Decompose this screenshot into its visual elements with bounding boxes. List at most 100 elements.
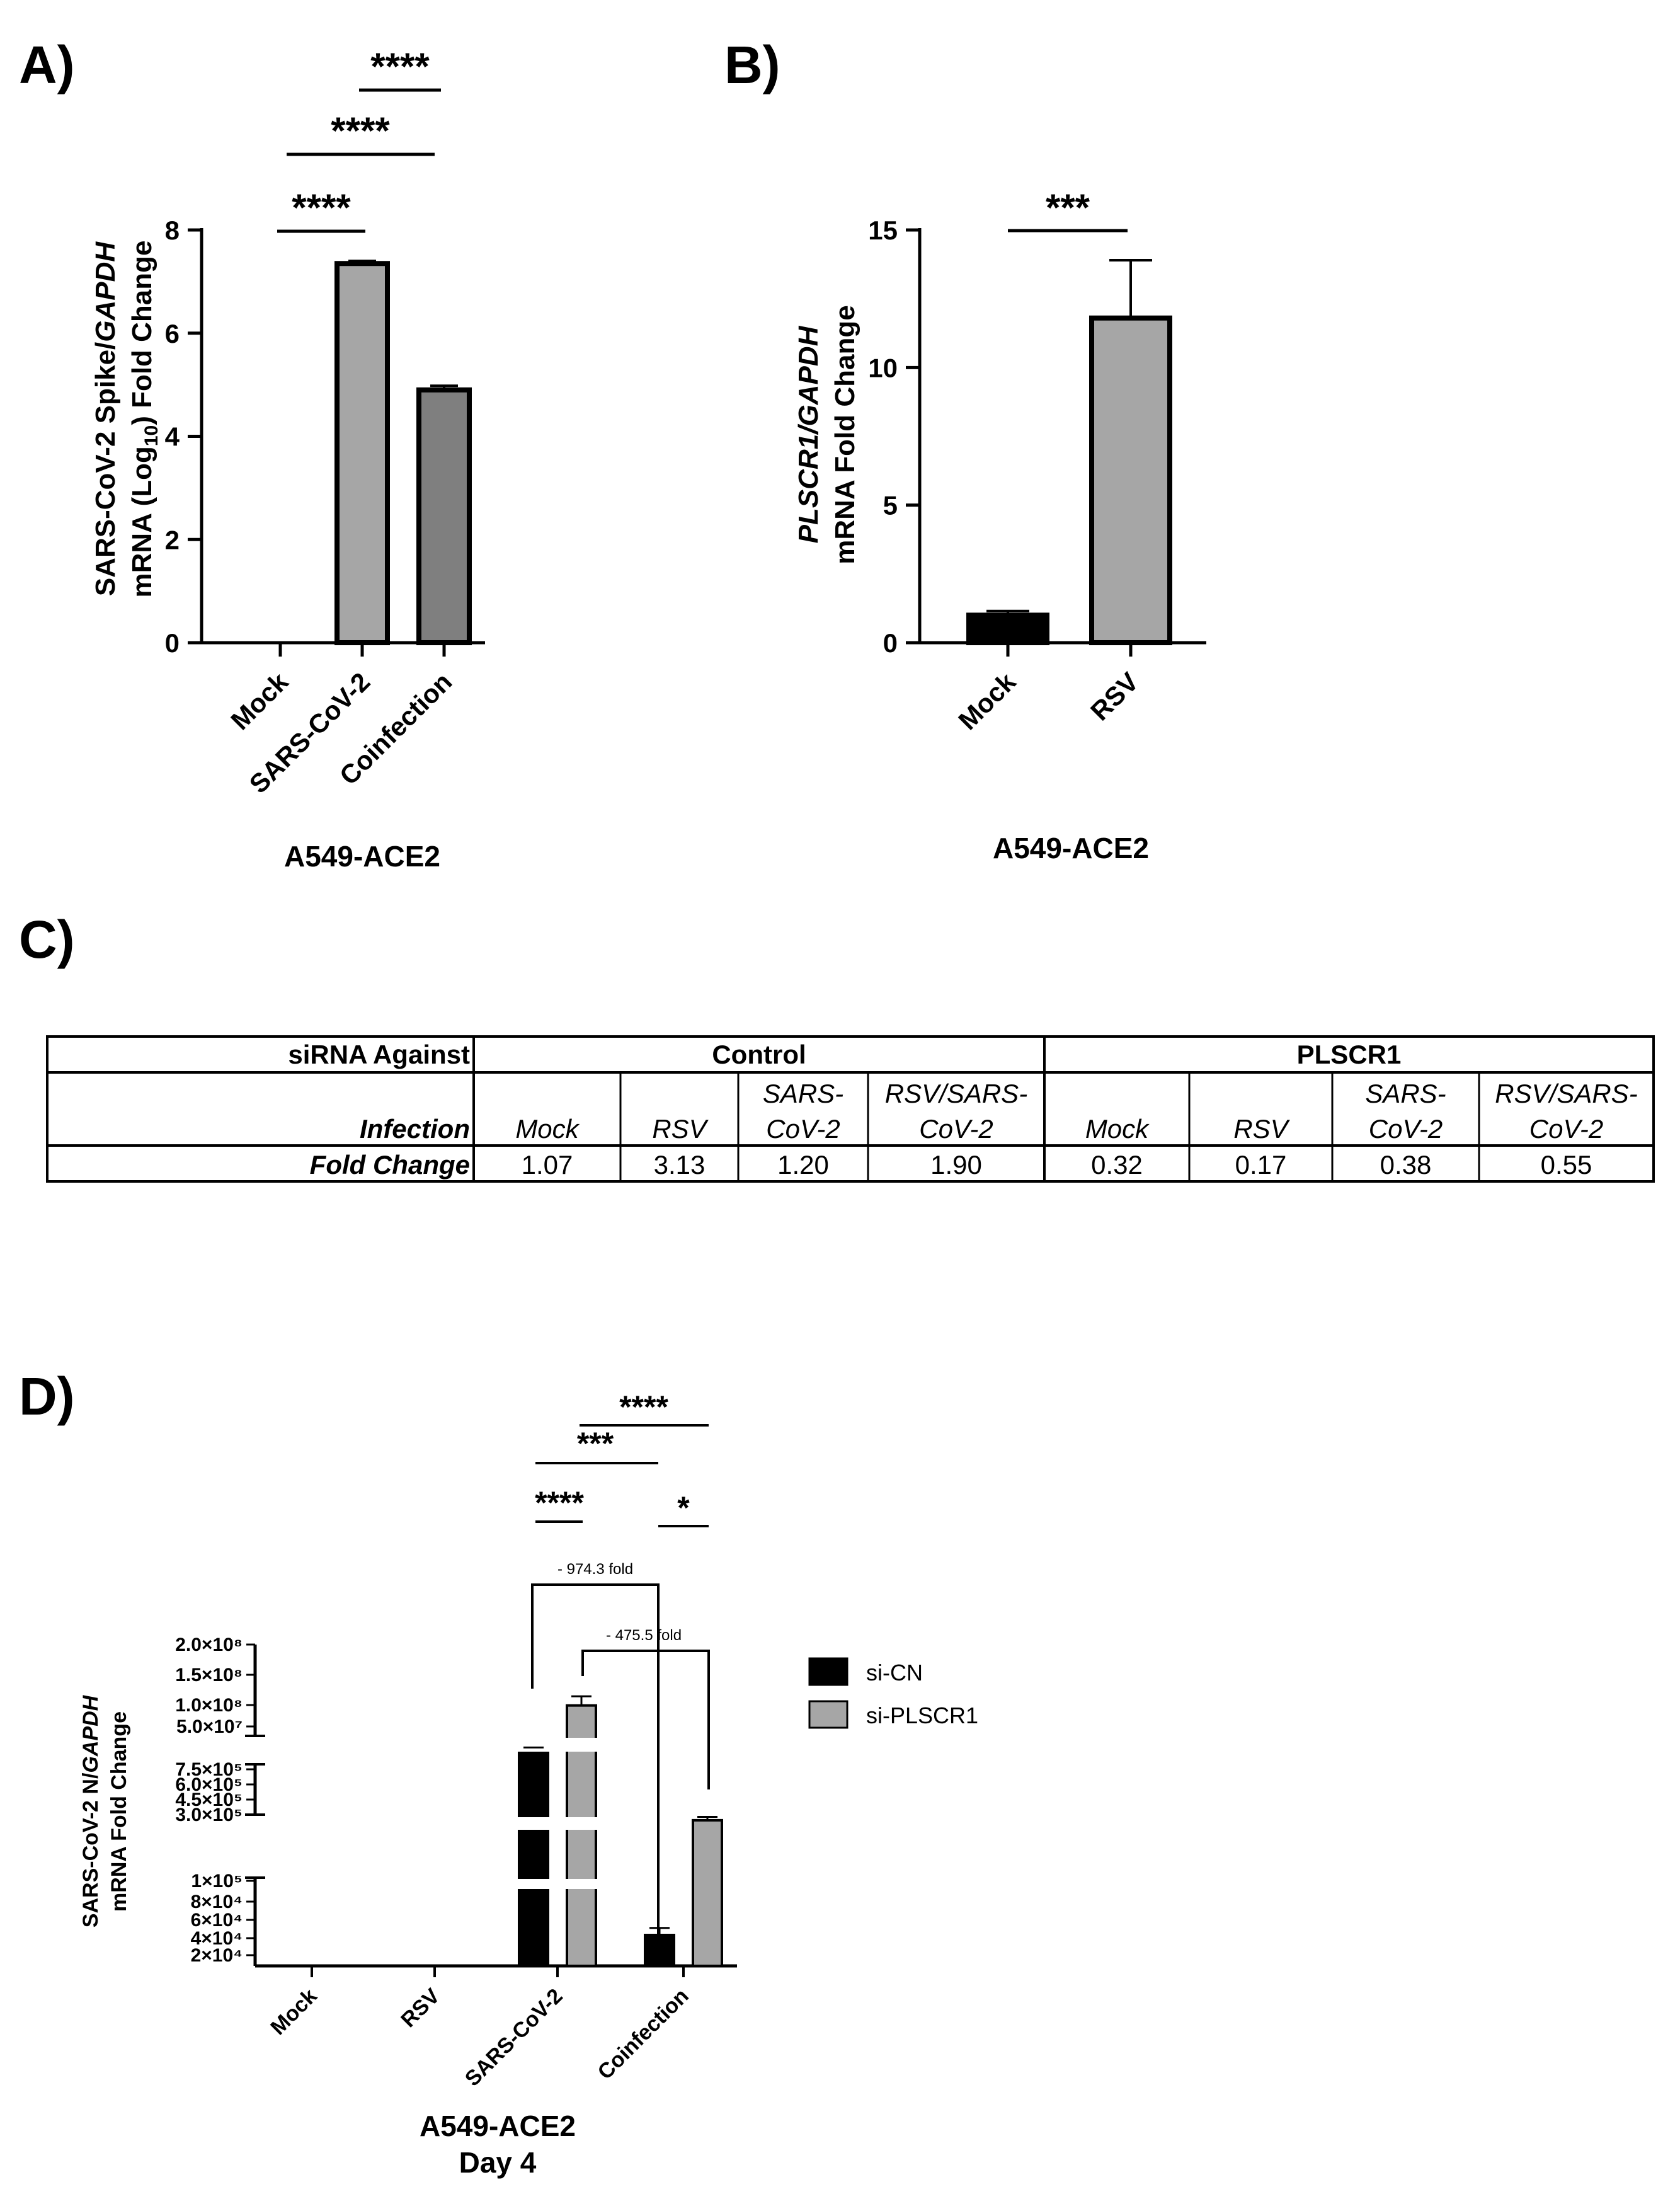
table-header-sirna-against: siRNA Against	[288, 1040, 470, 1069]
chart-d-bar-si-CN	[518, 1747, 549, 1967]
chart-d-y-tick-label: 4.5×10⁵	[175, 1789, 243, 1810]
chart-d-y-tick-label: 6.0×10⁵	[175, 1774, 243, 1795]
table-fold-change-cell: 3.13	[654, 1150, 706, 1180]
table-border	[46, 1035, 1655, 1183]
chart-a-y-tick-label: 0	[165, 628, 180, 658]
table-fold-change-cell: 1.07	[522, 1150, 573, 1180]
panel-a-label: A)	[19, 35, 75, 95]
chart-b-y-tick-label: 15	[868, 215, 898, 245]
chart-d-x-tick-label: RSV	[396, 1984, 445, 2033]
chart-d-ylabel-line2: mRNA Fold Change	[107, 1711, 131, 1912]
chart-d: SARS-CoV-2 N/GAPDH mRNA Fold Change A549…	[79, 1389, 737, 2179]
panel-d-label: D)	[19, 1367, 75, 1426]
chart-a-ylabel-line1: SARS-CoV-2 Spike/GAPDH	[90, 241, 121, 597]
chart-b-ylabel-line1: PLSCR1/GAPDH	[793, 325, 824, 543]
chart-d-significance-stars: *	[677, 1490, 690, 1525]
chart-d-y-tick-label: 7.5×10⁵	[175, 1759, 243, 1780]
chart-d-break-gap	[498, 1738, 624, 1752]
chart-d-ylabel-line1: SARS-CoV-2 N/GAPDH	[79, 1694, 103, 1927]
chart-b-bar	[966, 612, 1049, 645]
table-row-label-fold-change: Fold Change	[310, 1150, 470, 1180]
panel-b-label: B)	[724, 35, 780, 95]
legend-swatch-si-cn	[808, 1657, 849, 1686]
chart-d-y-tick-label: 2×10⁴	[191, 1945, 243, 1966]
table-infection-cell: CoV-2	[766, 1114, 840, 1144]
chart-a-y-tick-label: 8	[165, 215, 180, 245]
chart-d-y-tick-label: 1×10⁵	[191, 1871, 243, 1892]
chart-d-break-gap	[498, 1879, 624, 1889]
table-fold-change-cell: 0.55	[1541, 1150, 1592, 1180]
panel-c-label: C)	[19, 910, 75, 969]
chart-a-y-tick-label: 2	[165, 525, 180, 554]
table-fold-change-cell: 1.90	[930, 1150, 982, 1180]
chart-d-y-tick-label: 5.0×10⁷	[176, 1716, 243, 1737]
table-infection-cell: RSV	[652, 1114, 709, 1144]
table-fold-change-cell: 1.20	[777, 1150, 829, 1180]
chart-b-ylabel-line2: mRNA Fold Change	[830, 305, 860, 564]
chart-d-fold-bracket	[531, 1583, 660, 1689]
chart-d-significance-stars: ****	[619, 1389, 668, 1425]
chart-a: SARS-CoV-2 Spike/GAPDH mRNA (Log10) Fold…	[90, 45, 485, 873]
chart-d-x-tick-label: SARS-CoV-2	[460, 1984, 568, 2091]
chart-d-y-tick-label: 6×10⁴	[191, 1910, 243, 1931]
chart-d-fold-annotation: - 475.5 fold	[606, 1627, 682, 1644]
table-group-control: Control	[712, 1040, 806, 1069]
chart-a-significance-stars: ****	[292, 187, 351, 229]
table-infection-cell: CoV-2	[919, 1114, 993, 1144]
legend-label-si-cn: si-CN	[866, 1660, 923, 1686]
chart-d-y-tick-label: 3.0×10⁵	[175, 1805, 243, 1825]
chart-d-significance-stars: ****	[535, 1485, 584, 1520]
table-infection-cell: RSV/SARS-	[1495, 1079, 1637, 1108]
table-group-plscr1: PLSCR1	[1297, 1040, 1402, 1069]
chart-d-y-tick-label: 1.5×10⁸	[175, 1665, 243, 1686]
chart-d-fold-annotation: - 974.3 fold	[557, 1561, 633, 1578]
chart-d-bar-si-PLSCR1	[692, 1818, 723, 1968]
chart-d-x-tick-label: Coinfection	[593, 1984, 694, 2084]
table-infection-cell: RSV	[1233, 1114, 1290, 1144]
table-infection-cell: Mock	[515, 1114, 580, 1144]
table-fold-change-cell: 0.32	[1091, 1150, 1143, 1180]
chart-b-xlabel: A549-ACE2	[993, 832, 1149, 864]
table-c: siRNA Against Control PLSCR1InfectionFold …	[46, 1035, 1655, 1183]
chart-b-y-tick-label: 5	[883, 491, 898, 520]
chart-d-xlabel-line2: Day 4	[459, 2146, 537, 2179]
table-infection-cell: CoV-2	[1529, 1114, 1604, 1144]
chart-d-y-tick-label: 2.0×10⁸	[175, 1634, 243, 1655]
chart-a-y-tick-label: 6	[165, 319, 180, 348]
chart-b-significance-stars: ***	[1046, 187, 1090, 229]
chart-a-xlabel: A549-ACE2	[284, 840, 440, 873]
chart-a-x-tick-label: Mock	[225, 667, 294, 736]
chart-d-y-tick-label: 8×10⁴	[191, 1892, 243, 1912]
chart-d-bar-si-CN	[644, 1934, 675, 1967]
table-infection-cell: SARS-	[763, 1079, 843, 1108]
table-infection-cell: Mock	[1085, 1114, 1150, 1144]
chart-d-significance-stars: ***	[577, 1426, 614, 1461]
table-fold-change-cell: 0.17	[1235, 1150, 1287, 1180]
chart-d-x-tick-label: Mock	[266, 1984, 321, 2040]
chart-b-x-tick-label: Mock	[952, 667, 1022, 736]
chart-a-ylabel-line2: mRNA (Log10) Fold Change	[127, 240, 162, 597]
chart-a-y-tick-label: 4	[165, 422, 180, 452]
chart-d-xlabel-line1: A549-ACE2	[420, 2110, 576, 2142]
chart-a-bar	[334, 261, 390, 645]
table-infection-cell: RSV/SARS-	[885, 1079, 1027, 1108]
legend-label-si-plscr1: si-PLSCR1	[866, 1703, 978, 1728]
chart-a-bar	[416, 387, 472, 645]
chart-b: PLSCR1/GAPDH mRNA Fold Change A549-ACE2 …	[793, 187, 1206, 864]
chart-d-y-tick-label: 1.0×10⁸	[175, 1695, 243, 1716]
chart-b-bar	[1089, 315, 1172, 645]
chart-d-fold-bracket	[581, 1650, 710, 1789]
legend-swatch-si-plscr1	[808, 1700, 849, 1729]
chart-a-significance-stars: ****	[331, 110, 390, 152]
chart-d-break-gap	[498, 1817, 624, 1830]
table-row-label-infection: Infection	[360, 1114, 470, 1144]
table-infection-cell: CoV-2	[1369, 1114, 1443, 1144]
table-fold-change-cell: 0.38	[1380, 1150, 1432, 1180]
chart-b-y-tick-label: 10	[868, 353, 898, 382]
table-infection-cell: SARS-	[1365, 1079, 1446, 1108]
chart-d-y-tick-label: 4×10⁴	[191, 1928, 243, 1949]
chart-b-x-tick-label: RSV	[1085, 667, 1144, 726]
chart-d-legend: si-CN si-PLSCR1	[808, 1657, 978, 1729]
chart-a-significance-stars: ****	[370, 45, 430, 88]
